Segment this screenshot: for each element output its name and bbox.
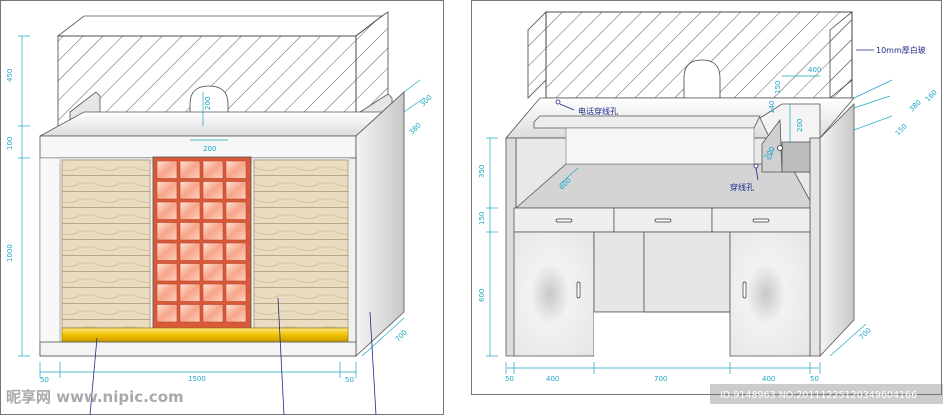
drawer-handle-center: [654, 218, 672, 223]
back-arch-opening: [683, 59, 721, 99]
note-phone-hole: 电话穿线孔: [578, 106, 618, 116]
drawer-handle-right: [752, 218, 770, 223]
dim-height-body: 1000: [6, 244, 14, 262]
watermark-logo: 昵享网 www.nipic.com: [6, 388, 184, 406]
back-cabinet-door-left: [513, 231, 595, 357]
back-dimension-lines: [486, 75, 893, 374]
back-drawer-row: [513, 207, 811, 233]
dim-opening-width: 200: [203, 145, 216, 153]
glass-block: [156, 222, 178, 241]
glass-block: [179, 242, 201, 261]
dim-center-knee: 700: [654, 375, 667, 383]
dim-base-right: 50: [345, 376, 354, 384]
dim-left-cabinet: 400: [546, 375, 559, 383]
dim-panel-width: 400: [808, 66, 821, 74]
back-view: 10mm厚白玻 电话穿线孔 穿线孔 350 150 600 600 400 20…: [471, 0, 942, 395]
glass-block: [179, 263, 201, 282]
glass-block: [156, 181, 178, 200]
glass-block: [179, 181, 201, 200]
back-leader-lines: [555, 49, 874, 181]
back-glass-partition: [527, 11, 853, 99]
back-phone-shelf: [533, 115, 761, 129]
glass-block: [225, 160, 247, 179]
glass-block: [179, 283, 201, 302]
glass-block: [202, 160, 224, 179]
watermark-id-bg: [710, 384, 943, 404]
glass-block: [225, 201, 247, 220]
watermark: 昵享网 www.nipic.com ID:9148963 NO:20111225…: [6, 384, 943, 406]
front-view: 450 100 1000 200 200 300 380 50 1500 50 …: [0, 0, 444, 415]
back-right-end-panel: [819, 103, 855, 358]
dim-height-top: 100: [6, 137, 14, 150]
front-glass-partition: [56, 11, 393, 128]
front-leader-lines: [89, 297, 377, 415]
glass-block: [202, 201, 224, 220]
glass-block: [225, 304, 247, 323]
door-handle-right: [742, 281, 747, 299]
front-countertop: [39, 111, 405, 137]
dim-panel-side: 150: [774, 81, 782, 94]
dim-shelf-height: 350: [478, 165, 486, 178]
glass-block: [202, 242, 224, 261]
front-stone-panel-right: [253, 159, 349, 329]
dim-left-margin: 50: [505, 375, 514, 383]
glass-block: [225, 222, 247, 241]
glass-block: [202, 222, 224, 241]
glass-block: [225, 263, 247, 282]
glass-block: [202, 263, 224, 282]
glass-block: [179, 222, 201, 241]
front-stone-panel-left: [61, 159, 151, 329]
watermark-id: ID:9148963 NO:20111225120349604166: [720, 390, 917, 401]
front-top-band: [39, 135, 357, 159]
dim-base-left: 50: [40, 376, 49, 384]
glass-block: [202, 304, 224, 323]
front-gold-kickplate: [61, 327, 349, 343]
note-wire-hole: 穿线孔: [730, 182, 754, 192]
dim-height-glass: 450: [6, 69, 14, 82]
drawer-handle-left: [555, 218, 573, 223]
back-knee-space: [593, 231, 645, 313]
glass-block: [156, 304, 178, 323]
front-glass-block-panel: [152, 156, 252, 330]
glass-block: [202, 181, 224, 200]
glass-block: [156, 242, 178, 261]
glass-block: [156, 263, 178, 282]
dim-panel-height: 200: [796, 119, 804, 132]
glass-block: [179, 201, 201, 220]
glass-block: [179, 160, 201, 179]
dim-opening-height: 200: [204, 97, 212, 110]
glass-block: [225, 181, 247, 200]
note-glass: 10mm厚白玻: [876, 45, 926, 55]
back-cabinet-door-right: [729, 231, 811, 357]
dim-panel-top: 140: [768, 101, 776, 114]
glass-block: [156, 283, 178, 302]
dim-total-width: 1500: [188, 375, 206, 383]
front-right-side-panel: [355, 91, 405, 357]
back-wire-hole-marker: [777, 145, 783, 151]
glass-block: [202, 283, 224, 302]
glass-block: [225, 283, 247, 302]
door-handle-left: [576, 281, 581, 299]
dim-right-cabinet: 400: [762, 375, 775, 383]
dim-right-margin: 50: [810, 375, 819, 383]
front-dimension-lines: [18, 35, 425, 378]
dim-drawer-height: 150: [478, 212, 486, 225]
glass-block: [156, 160, 178, 179]
dim-cabinet-height: 600: [478, 289, 486, 302]
glass-block: [179, 304, 201, 323]
glass-block: [156, 201, 178, 220]
glass-block: [225, 242, 247, 261]
